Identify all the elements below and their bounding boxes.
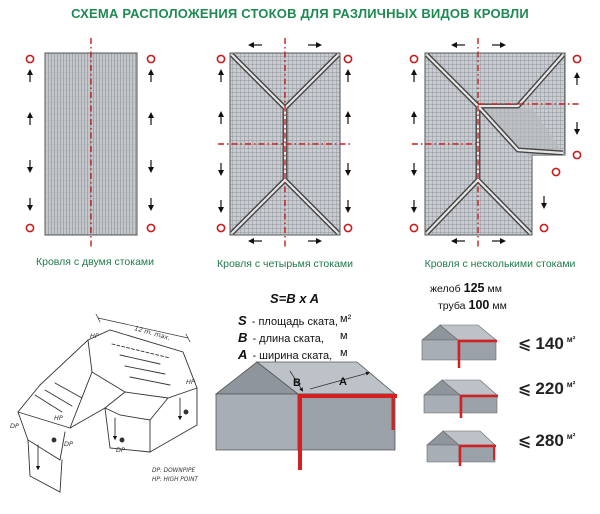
sketch-hp-label: HP <box>186 378 195 386</box>
flow-arrow-icon <box>218 42 351 244</box>
sketch-hp-label: HP <box>54 414 63 422</box>
house-small-3 <box>426 430 496 466</box>
sketch-dp-label: DP <box>116 446 125 454</box>
page-title: СХЕМА РАСПОЛОЖЕНИЯ СТОКОВ ДЛЯ РАЗЛИЧНЫХ … <box>71 6 529 21</box>
sketch-dp-label: DP <box>64 440 73 448</box>
label-a: A <box>339 376 347 388</box>
sketch-legend: HP: HIGH POINT <box>152 477 198 483</box>
downspout-icon <box>409 54 582 233</box>
roof-multiple-drains <box>409 38 582 248</box>
caption-multiple-drains: Кровля с несколькими стоками <box>424 258 576 270</box>
caption-four-drains: Кровля с четырьмя стоками <box>216 258 353 270</box>
label-b: B <box>293 377 301 389</box>
formula-row-s: S - площадь ската, м² <box>238 313 352 328</box>
flow-arrow-icon <box>411 42 580 244</box>
sketch-dimension-label: 12 m. max. <box>133 324 171 342</box>
house-small-2 <box>423 379 498 418</box>
house-small-1 <box>421 324 497 368</box>
flow-arrow-icon <box>27 69 154 211</box>
sketch-dp-label: DP <box>10 422 19 430</box>
formula-row-b: B - длина ската, м <box>238 330 348 345</box>
roof-four-drains <box>216 38 353 248</box>
formula-row-a: A - ширина ската, м <box>238 347 348 362</box>
caption-two-drains: Кровля с двумя стоками <box>36 256 154 268</box>
roof-two-drains <box>25 38 156 248</box>
sketch-legend: DP: DOWNPIPE <box>152 468 195 474</box>
sketch-hp-label: HP <box>90 332 99 340</box>
downspout-icon <box>216 54 353 233</box>
formula-main: S=B x A <box>270 291 320 306</box>
roof-sketch <box>17 313 198 493</box>
house-formula-diagram <box>214 361 397 470</box>
downspout-icon <box>25 54 156 233</box>
